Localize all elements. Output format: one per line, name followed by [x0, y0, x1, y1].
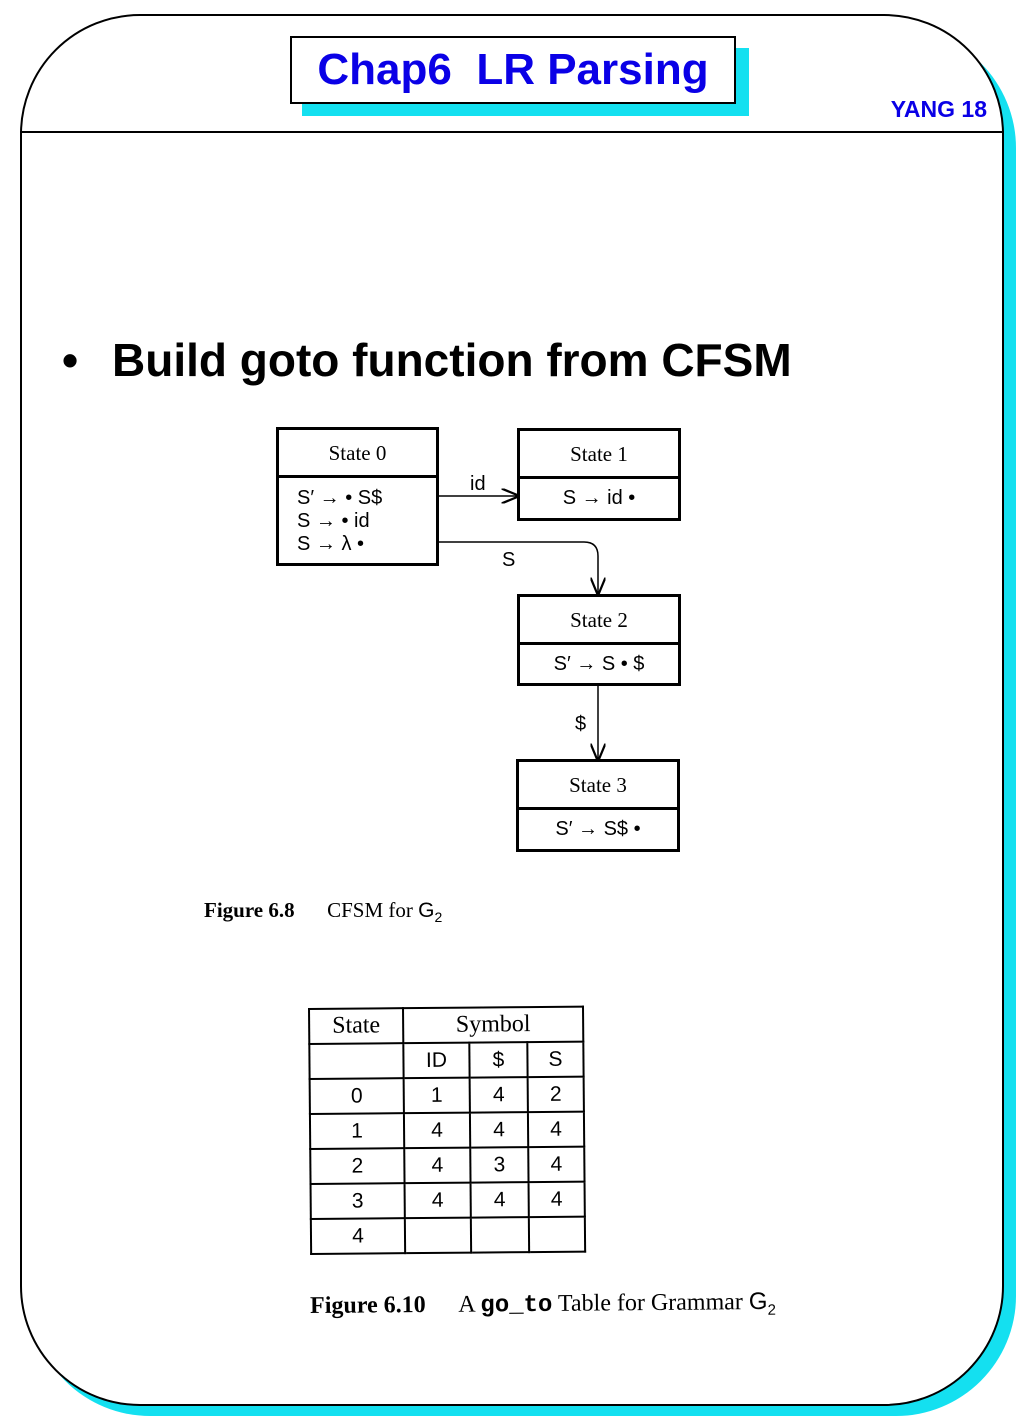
state-title: State 0: [279, 430, 436, 478]
state-item: S → id •: [562, 487, 636, 509]
table-cell: 4: [469, 1112, 529, 1148]
table-cell: 3: [470, 1147, 529, 1183]
state-cell: 3: [310, 1183, 405, 1219]
table-cell: [309, 1043, 404, 1079]
bullet-item: • Build goto function from CFSM: [62, 333, 792, 387]
title-box: Chap6 LR Parsing: [290, 36, 736, 104]
symbol-header: S: [527, 1041, 584, 1078]
state-title: State 3: [519, 762, 677, 810]
table-row: 1 4 4 4: [309, 1111, 585, 1149]
table-subheader-row: ID $ S: [309, 1041, 584, 1079]
slide-frame: [20, 14, 1004, 1406]
state-items: S → id •: [520, 479, 678, 510]
state-item: S′ → S$ •: [555, 818, 641, 840]
table-cell: 2: [527, 1076, 584, 1113]
state-cell: 1: [309, 1113, 405, 1149]
grammar-symbol: G: [748, 1288, 768, 1316]
table-cell: 4: [528, 1181, 585, 1218]
figure-caption-text: CFSM for: [327, 898, 413, 922]
state-box-0: State 0 S′ → • S$ S → • id S → λ •: [276, 427, 439, 566]
table-cell: 4: [470, 1182, 529, 1218]
symbol-header: ID: [403, 1042, 470, 1079]
table-cell: 4: [403, 1112, 471, 1149]
figure-caption-b: Table for Grammar: [557, 1289, 743, 1317]
header-divider: [20, 131, 1004, 133]
state-title: State 1: [520, 431, 678, 479]
table-cell: [528, 1216, 586, 1253]
figure-number: Figure 6.8: [204, 898, 295, 922]
state-item: S′ → • S$: [297, 487, 383, 509]
table-row: 3 4 4 4: [310, 1181, 585, 1219]
state-cell: 0: [309, 1078, 404, 1114]
goto-code: go_to: [480, 1291, 553, 1320]
state-item: S → • id: [297, 510, 370, 532]
table-header-row: State Symbol: [309, 1006, 584, 1044]
figure-number: Figure 6.10: [310, 1291, 426, 1319]
state-item: S → λ •: [297, 533, 365, 555]
edge-label-s: S: [502, 549, 515, 571]
table-cell: 4: [469, 1077, 528, 1113]
bullet-text: Build goto function from CFSM: [112, 334, 792, 386]
grammar-symbol: G: [418, 899, 435, 922]
slide-title: Chap6 LR Parsing: [317, 45, 709, 94]
table-cell: 1: [403, 1077, 470, 1114]
state-title: State 2: [520, 597, 678, 645]
figure-caption-a: A: [458, 1291, 475, 1318]
state-item: S′ → S • $: [553, 653, 645, 675]
table-cell: 4: [528, 1146, 585, 1183]
bullet-icon: •: [62, 334, 79, 386]
state-items: S′ → S$ •: [519, 810, 677, 841]
table-row: 2 4 3 4: [310, 1146, 585, 1184]
state-cell: 2: [310, 1148, 405, 1184]
grammar-subscript: 2: [767, 1301, 777, 1319]
table-cell: 4: [404, 1147, 471, 1184]
state-box-3: State 3 S′ → S$ •: [516, 759, 680, 852]
table-row: 4: [310, 1216, 586, 1254]
header-symbol: Symbol: [403, 1006, 584, 1044]
grammar-subscript: 2: [434, 909, 443, 926]
page-label: YANG 18: [890, 96, 987, 122]
state-items: S′ → • S$ S → • id S → λ •: [279, 478, 436, 556]
edge-s: [438, 541, 598, 594]
table-row: 0 1 4 2: [309, 1076, 584, 1114]
state-items: S′ → S • $: [520, 645, 678, 676]
table-cell: [470, 1217, 530, 1253]
table-cell: [404, 1217, 472, 1254]
state-box-2: State 2 S′ → S • $: [517, 594, 681, 686]
state-box-1: State 1 S → id •: [517, 428, 681, 521]
figure-6-8-caption: Figure 6.8 CFSM for G2: [204, 898, 442, 925]
figure-6-10-caption: Figure 6.10 A go_to Table for Grammar G2: [310, 1288, 776, 1323]
state-cell: 4: [310, 1218, 406, 1254]
header-state: State: [309, 1008, 404, 1044]
table-cell: 4: [527, 1111, 585, 1148]
goto-table: State Symbol ID $ S 0 1 4 2 1 4 4 4 2 4 …: [308, 1006, 586, 1255]
edge-label-dollar: $: [575, 713, 586, 735]
edge-label-id: id: [470, 473, 486, 495]
symbol-header: $: [469, 1042, 528, 1078]
table-cell: 4: [404, 1182, 471, 1219]
